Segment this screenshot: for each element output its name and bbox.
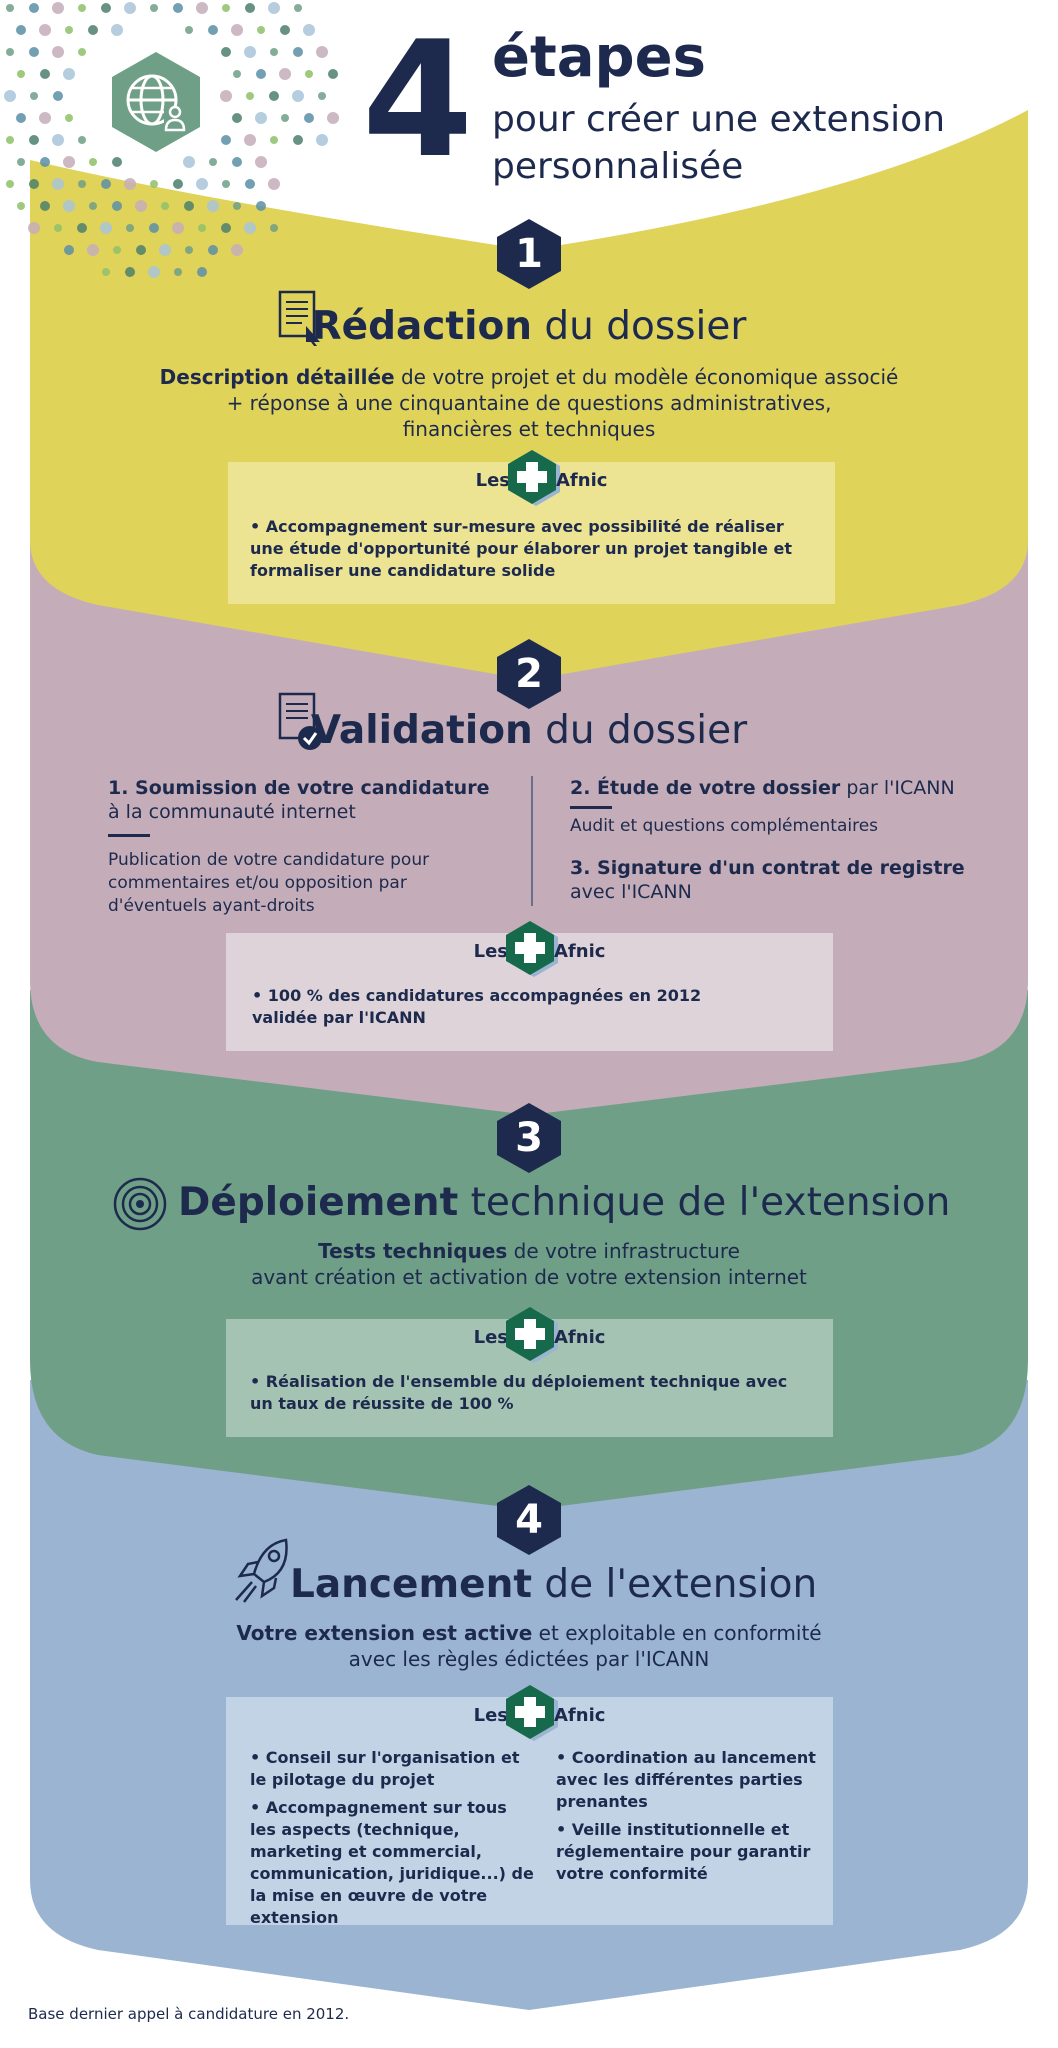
step-2-number: 2 bbox=[515, 651, 543, 697]
step-1-number: 1 bbox=[515, 231, 543, 277]
step-4-title-bold: Lancement bbox=[290, 1562, 532, 1607]
step-1-desc-line2: + réponse à une cinquantaine de question… bbox=[226, 391, 832, 415]
step-1-bullet: Accompagnement sur-mesure avec possibili… bbox=[250, 516, 810, 582]
step-1-desc-line1: de votre projet et du modèle économique … bbox=[394, 365, 899, 389]
header-big-number: 4 bbox=[362, 6, 474, 193]
step-1-desc-line3: financières et techniques bbox=[402, 417, 656, 441]
step-3-desc-line1: de votre infrastructure bbox=[507, 1239, 740, 1263]
step-4-number-badge: 4 bbox=[496, 1484, 562, 1556]
concentric-circles-icon bbox=[112, 1176, 168, 1232]
les-label: Les bbox=[473, 1327, 508, 1348]
step-2-left-detail: Publication de votre candidature pour co… bbox=[108, 850, 430, 916]
step-2-bullet: 100 % des candidatures accompagnées en 2… bbox=[252, 985, 772, 1029]
step-2-left-heading: 1. Soumission de votre candidature bbox=[108, 777, 490, 799]
header-subtitle-line1: pour créer une extension bbox=[492, 99, 946, 140]
afnic-plus-header: Les Afnic bbox=[226, 1685, 833, 1741]
step-1-title: Rédaction du dossier bbox=[0, 304, 1058, 349]
afnic-label: Afnic bbox=[554, 941, 606, 962]
step-4-bullet-right-1: Coordination au lancement avec les diffé… bbox=[556, 1747, 821, 1813]
document-check-icon bbox=[276, 692, 324, 752]
les-label: Les bbox=[475, 470, 510, 491]
step-3-afnic-box: Les Afnic Réalisation de l'ensemble du d… bbox=[226, 1307, 833, 1437]
step-2-number-badge: 2 bbox=[496, 638, 562, 710]
step-4-afnic-box: Les Afnic Conseil sur l'organisation et … bbox=[226, 1685, 833, 1927]
step-2-left-subheading: à la communauté internet bbox=[108, 801, 356, 823]
step-4-number: 4 bbox=[515, 1497, 543, 1543]
plus-icon bbox=[508, 450, 560, 506]
afnic-label: Afnic bbox=[554, 1705, 606, 1726]
step-3-title-rest: technique de l'extension bbox=[458, 1180, 951, 1225]
step-2-title-rest: du dossier bbox=[532, 708, 748, 753]
dot-pattern bbox=[4, 2, 339, 278]
afnic-label: Afnic bbox=[556, 470, 608, 491]
step-3-desc-bold: Tests techniques bbox=[318, 1239, 508, 1263]
step-4-bullet-left-1: Conseil sur l'organisation et le pilotag… bbox=[250, 1747, 520, 1791]
step-2-title-bold: Validation bbox=[310, 708, 533, 753]
document-cursor-icon bbox=[276, 290, 324, 346]
afnic-label: Afnic bbox=[554, 1327, 606, 1348]
plus-icon bbox=[506, 1685, 558, 1741]
plus-icon bbox=[506, 921, 558, 977]
header-title: étapes bbox=[492, 25, 706, 90]
les-label: Les bbox=[473, 1705, 508, 1726]
step-3-desc-line2: avant création et activation de votre ex… bbox=[251, 1265, 807, 1289]
rocket-icon bbox=[232, 1536, 294, 1604]
step-2-title: Validation du dossier bbox=[0, 708, 1058, 753]
step-2-right-underline bbox=[570, 806, 612, 809]
step-4-title-rest: de l'extension bbox=[532, 1562, 818, 1607]
column-divider bbox=[531, 776, 533, 906]
step-1-number-badge: 1 bbox=[496, 218, 562, 290]
step-2-right1-rest: par l'ICANN bbox=[840, 777, 955, 799]
step-3-bullet: Réalisation de l'ensemble du déploiement… bbox=[250, 1371, 790, 1415]
les-label: Les bbox=[473, 941, 508, 962]
step-3-title-bold: Déploiement bbox=[178, 1180, 459, 1225]
step-2-right-column: 2. Étude de votre dossier par l'ICANN Au… bbox=[570, 776, 990, 904]
step-4-bullet-left-2: Accompagnement sur tous les aspects (tec… bbox=[250, 1797, 535, 1929]
step-1-afnic-box: Les Afnic Accompagnement sur-mesure avec… bbox=[228, 450, 835, 604]
afnic-plus-header: Les Afnic bbox=[226, 921, 833, 977]
step-2-left-column: 1. Soumission de votre candidature à la … bbox=[108, 776, 508, 918]
step-4-bullet-right-2: Veille institutionnelle et réglementaire… bbox=[556, 1819, 821, 1885]
step-2-right1-heading: 2. Étude de votre dossier bbox=[570, 777, 841, 799]
step-3-number-badge: 3 bbox=[496, 1102, 562, 1174]
step-4-desc-line1: et exploitable en conformité bbox=[532, 1621, 822, 1645]
footnote: Base dernier appel à candidature en 2012… bbox=[28, 2005, 350, 2023]
afnic-plus-header: Les Afnic bbox=[228, 450, 835, 506]
step-3-description: Tests techniques de votre infrastructure… bbox=[0, 1238, 1058, 1290]
step-1-description: Description détaillée de votre projet et… bbox=[0, 364, 1058, 442]
step-2-right1-detail: Audit et questions complémentaires bbox=[570, 816, 879, 836]
step-2-right2-rest: avec l'ICANN bbox=[570, 881, 692, 903]
step-4-desc-bold: Votre extension est active bbox=[236, 1621, 533, 1645]
step-2-right2-heading: 3. Signature d'un contrat de registre bbox=[570, 857, 965, 879]
step-4-desc-line2: avec les règles édictées par l'ICANN bbox=[348, 1647, 710, 1671]
globe-user-icon bbox=[108, 50, 204, 154]
step-2-afnic-box: Les Afnic 100 % des candidatures accompa… bbox=[226, 921, 833, 1051]
step-4-title: Lancement de l'extension bbox=[290, 1562, 817, 1607]
step-1-title-bold: Rédaction bbox=[311, 304, 532, 349]
step-4-description: Votre extension est active et exploitabl… bbox=[0, 1620, 1058, 1672]
step-3-title: Déploiement technique de l'extension bbox=[178, 1180, 950, 1225]
header-subtitle-line2: personnalisée bbox=[492, 146, 744, 187]
step-3-number: 3 bbox=[515, 1115, 543, 1161]
step-1-title-rest: du dossier bbox=[532, 304, 747, 349]
plus-icon bbox=[506, 1307, 558, 1363]
afnic-plus-header: Les Afnic bbox=[226, 1307, 833, 1363]
step-2-left-underline bbox=[108, 834, 150, 837]
step-1-desc-bold: Description détaillée bbox=[159, 365, 395, 389]
